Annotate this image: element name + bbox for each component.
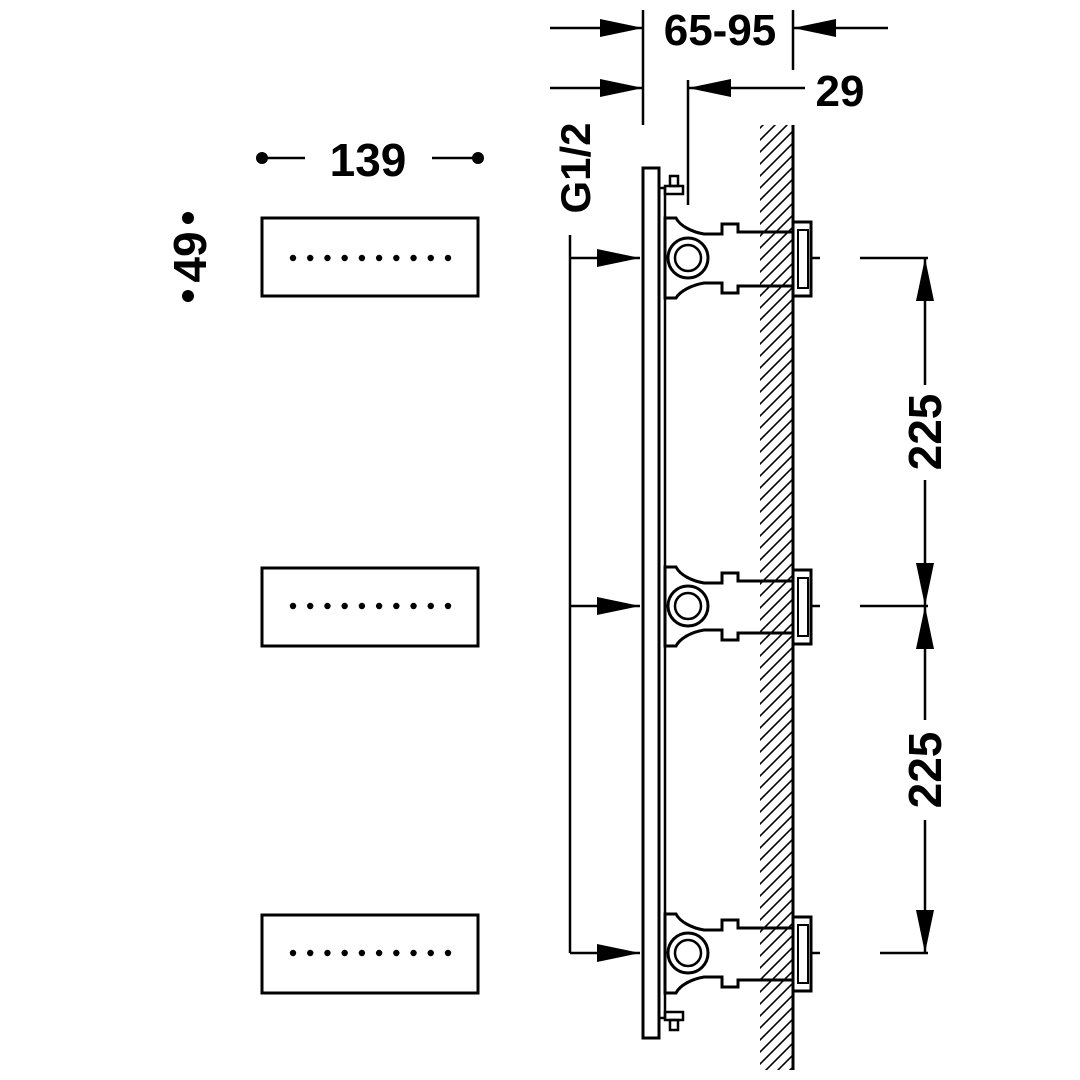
nozzle-dot xyxy=(289,602,297,610)
connection-top xyxy=(663,216,820,300)
dimension-spacing: 225 225 xyxy=(860,256,951,955)
dimension-depth-range-label: 65-95 xyxy=(664,6,777,55)
nozzle-dot xyxy=(393,254,400,262)
thread-callout: G1/2 xyxy=(552,122,640,962)
connection-middle xyxy=(663,565,820,648)
dimension-width-label: 139 xyxy=(330,134,407,186)
nozzle-dot xyxy=(324,949,331,957)
nozzle-dot xyxy=(375,949,383,957)
thread-label: G1/2 xyxy=(552,122,599,213)
nozzle-dot xyxy=(393,949,400,957)
nozzle-row xyxy=(289,949,452,957)
dimension-spacing-upper-label: 225 xyxy=(899,394,951,471)
dimension-spacing-lower-label: 225 xyxy=(899,732,951,809)
mounting-bolt-top xyxy=(663,174,685,196)
nozzle-dot xyxy=(307,254,314,262)
nozzle-dot xyxy=(289,254,297,262)
nozzle-dot xyxy=(324,254,331,262)
nozzle-dot xyxy=(358,254,366,262)
nozzle-dot xyxy=(427,602,434,610)
front-view: 139 49 xyxy=(164,134,484,995)
nozzle-row xyxy=(289,254,452,262)
nozzle-dot xyxy=(341,254,348,262)
nozzle-dot xyxy=(410,949,417,957)
nozzle-dot xyxy=(375,254,383,262)
dimension-width: 139 xyxy=(256,134,484,186)
nozzle-dot xyxy=(324,602,331,610)
dimension-depth-range: 65-95 xyxy=(550,6,888,125)
nozzle-dot xyxy=(358,602,366,610)
nozzle-dot xyxy=(307,602,314,610)
front-plate xyxy=(641,166,667,1040)
nozzle-dot xyxy=(341,602,348,610)
nozzle-dot xyxy=(341,949,348,957)
nozzle-dot xyxy=(427,254,434,262)
dimension-wall-offset-label: 29 xyxy=(816,67,865,116)
nozzle-dot xyxy=(307,949,314,957)
nozzle-dot xyxy=(444,254,452,262)
nozzle-dot xyxy=(410,602,417,610)
shower-jet-bottom xyxy=(260,913,480,995)
dimension-height-label: 49 xyxy=(164,231,216,282)
nozzle-dot xyxy=(410,254,417,262)
nozzle-row xyxy=(289,602,452,610)
shower-jet-middle xyxy=(260,566,480,648)
nozzle-dot xyxy=(444,602,452,610)
connection-bottom xyxy=(663,912,820,995)
dimension-height: 49 xyxy=(164,212,216,302)
nozzle-dot xyxy=(358,949,366,957)
nozzle-dot xyxy=(427,949,434,957)
side-view: 65-95 29 G1/2 xyxy=(550,6,951,1070)
nozzle-dot xyxy=(393,602,400,610)
nozzle-dot xyxy=(444,949,452,957)
nozzle-dot xyxy=(375,602,383,610)
dimension-wall-offset: 29 xyxy=(550,67,864,205)
shower-jet-top xyxy=(260,216,480,298)
nozzle-dot xyxy=(289,949,297,957)
mounting-bolt-bottom xyxy=(663,1010,685,1032)
